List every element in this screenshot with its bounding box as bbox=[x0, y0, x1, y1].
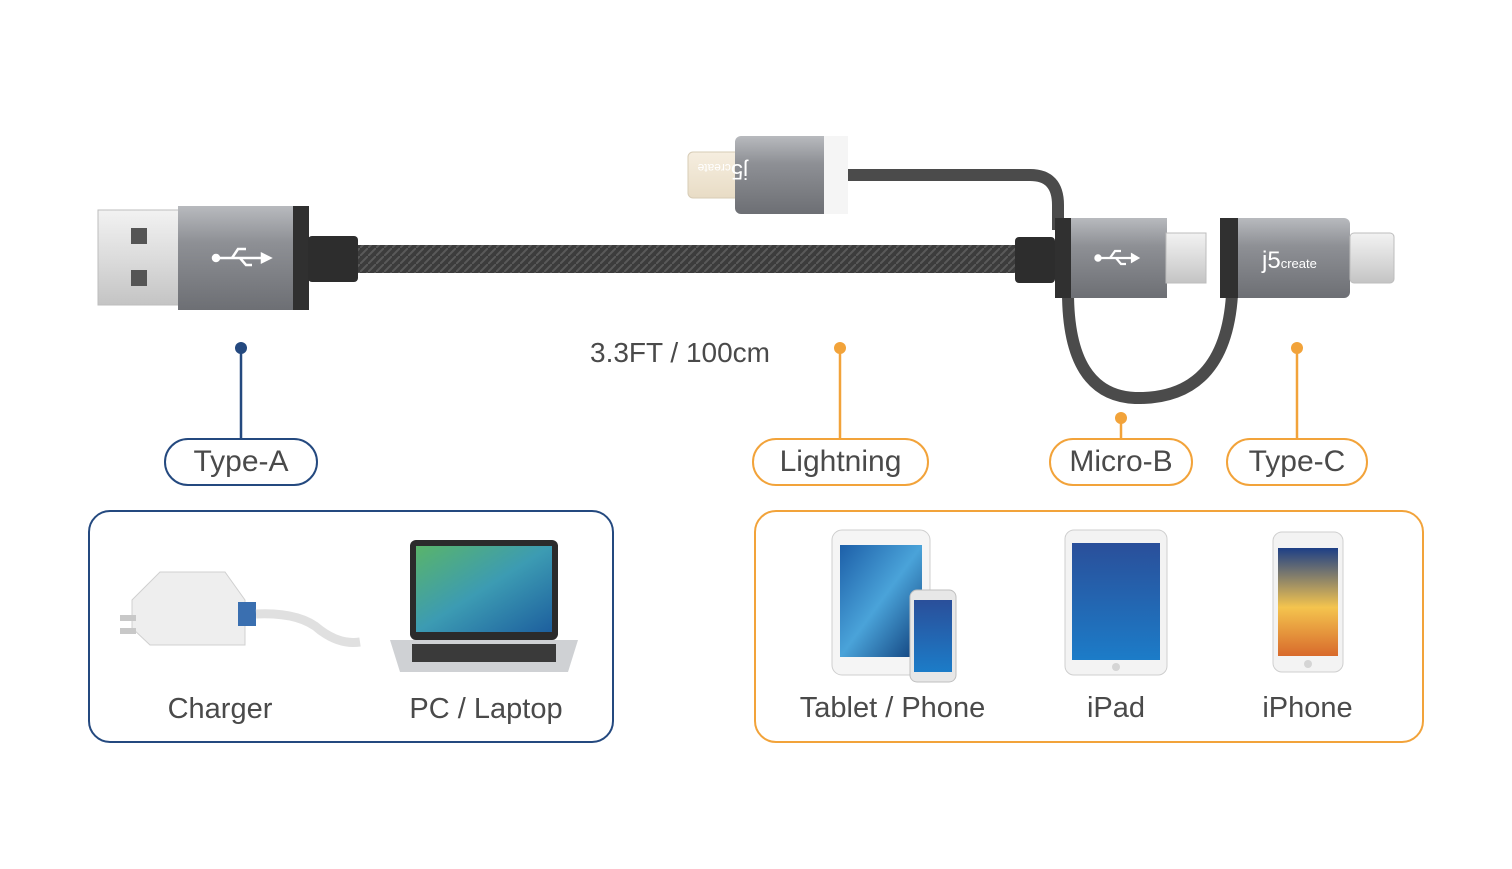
leader-lightning bbox=[834, 342, 846, 438]
type-a-devices-box bbox=[88, 510, 614, 743]
ipad-illustration bbox=[1064, 529, 1168, 676]
micro-b-label: Micro-B bbox=[1049, 438, 1193, 486]
type-c-plug: j5create bbox=[1220, 218, 1395, 298]
charger-illustration bbox=[120, 571, 361, 647]
iphone-illustration bbox=[1272, 531, 1344, 673]
type-c-loop-cable bbox=[1062, 291, 1238, 405]
cable-length-label: 3.3FT / 100cm bbox=[590, 337, 771, 368]
micro-b-plug bbox=[1015, 218, 1207, 298]
leader-type-c bbox=[1291, 342, 1303, 438]
ipad-caption: iPad bbox=[1086, 692, 1146, 724]
mobile-devices-box bbox=[754, 510, 1424, 743]
usb-type-a-plug bbox=[97, 206, 358, 310]
leader-micro-b bbox=[1115, 412, 1127, 438]
type-a-label: Type-A bbox=[164, 438, 318, 486]
type-c-label: Type-C bbox=[1226, 438, 1368, 486]
usb-symbol-icon-2 bbox=[1094, 249, 1141, 266]
lightning-plug: j5create bbox=[687, 136, 848, 214]
iphone-caption: iPhone bbox=[1262, 692, 1353, 724]
lightning-label: Lightning bbox=[752, 438, 929, 486]
usb-symbol-icon bbox=[211, 247, 273, 267]
tablet-phone-caption: Tablet / Phone bbox=[799, 692, 986, 724]
pc-laptop-caption: PC / Laptop bbox=[409, 693, 563, 725]
leader-type-a bbox=[235, 342, 247, 438]
braided-cable bbox=[355, 245, 1020, 273]
tablet-phone-illustration bbox=[831, 529, 957, 683]
laptop-illustration bbox=[390, 540, 578, 672]
charger-caption: Charger bbox=[167, 693, 273, 725]
lightning-branch-cable bbox=[845, 169, 1064, 230]
